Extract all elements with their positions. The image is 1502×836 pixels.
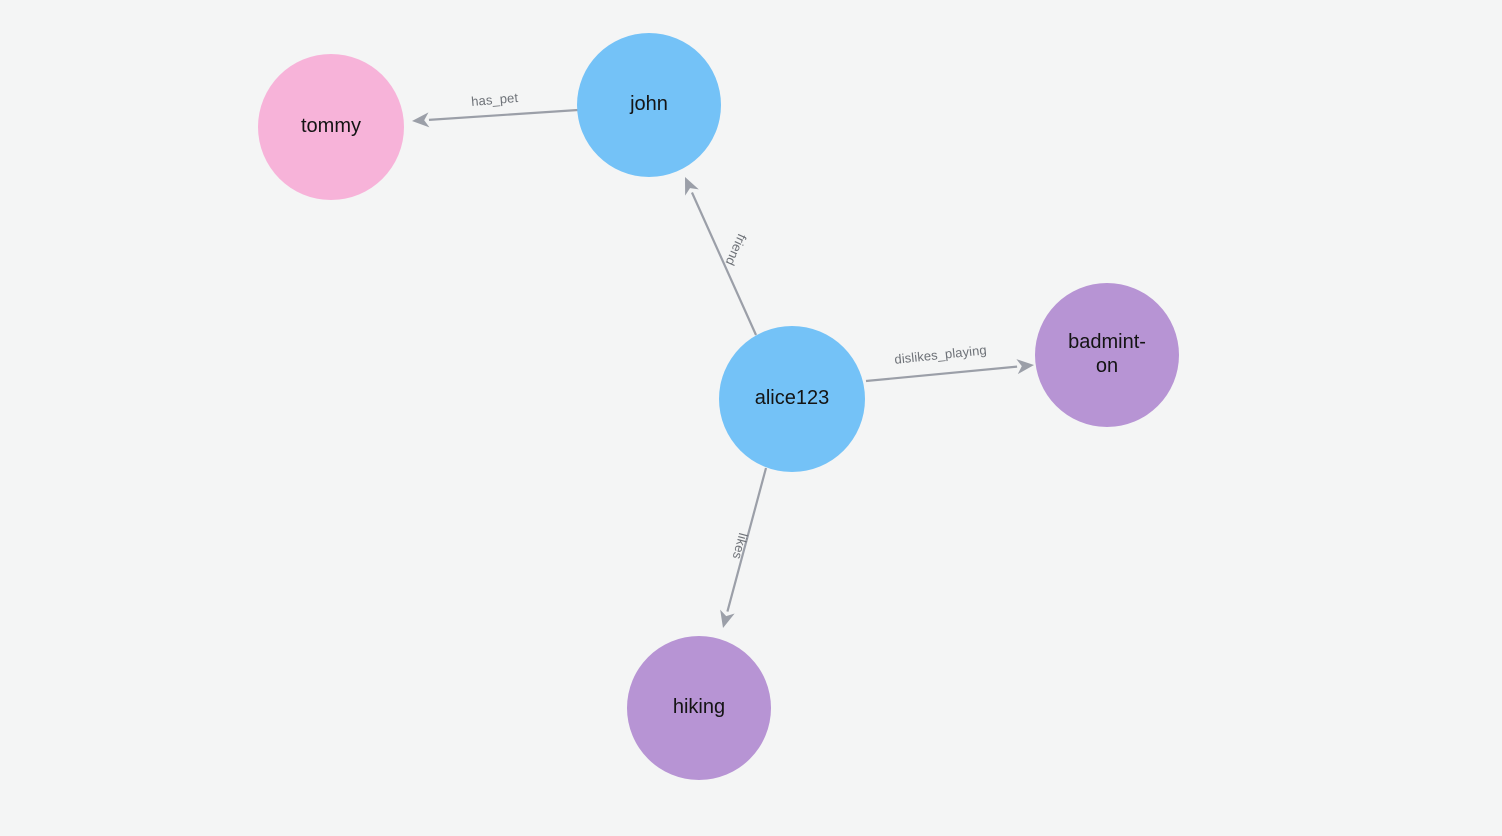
edge-label-likes: likes <box>730 531 751 561</box>
edges-group <box>412 108 1034 628</box>
node-label-badminton: badmint- on <box>1068 331 1146 377</box>
graph-node-john[interactable]: john <box>577 33 721 177</box>
edge-line-has_pet[interactable] <box>428 108 579 121</box>
edge-line-friend[interactable] <box>690 192 758 336</box>
edge-label-has_pet: has_pet <box>471 90 519 109</box>
edge-line-dislikes_playing[interactable] <box>865 365 1018 383</box>
node-label-hiking: hiking <box>672 696 726 719</box>
graph-node-alice123[interactable]: alice123 <box>719 326 865 472</box>
graph-node-hiking[interactable]: hiking <box>627 636 771 780</box>
edge-arrowhead-friend <box>685 177 699 196</box>
node-label-tommy: tommy <box>301 115 361 138</box>
edge-label-dislikes_playing: dislikes_playing <box>894 342 988 367</box>
edge-arrowhead-likes <box>720 609 735 628</box>
edge-label-friend: friend <box>723 232 750 268</box>
graph-node-badminton[interactable]: badmint- on <box>1035 283 1179 427</box>
edge-arrowhead-has_pet <box>412 112 430 128</box>
graph-node-tommy[interactable]: tommy <box>258 54 404 200</box>
node-label-alice123: alice123 <box>754 387 830 410</box>
node-label-john: john <box>630 93 668 116</box>
edge-arrowhead-dislikes_playing <box>1016 359 1034 375</box>
edge-line-likes[interactable] <box>726 467 768 612</box>
